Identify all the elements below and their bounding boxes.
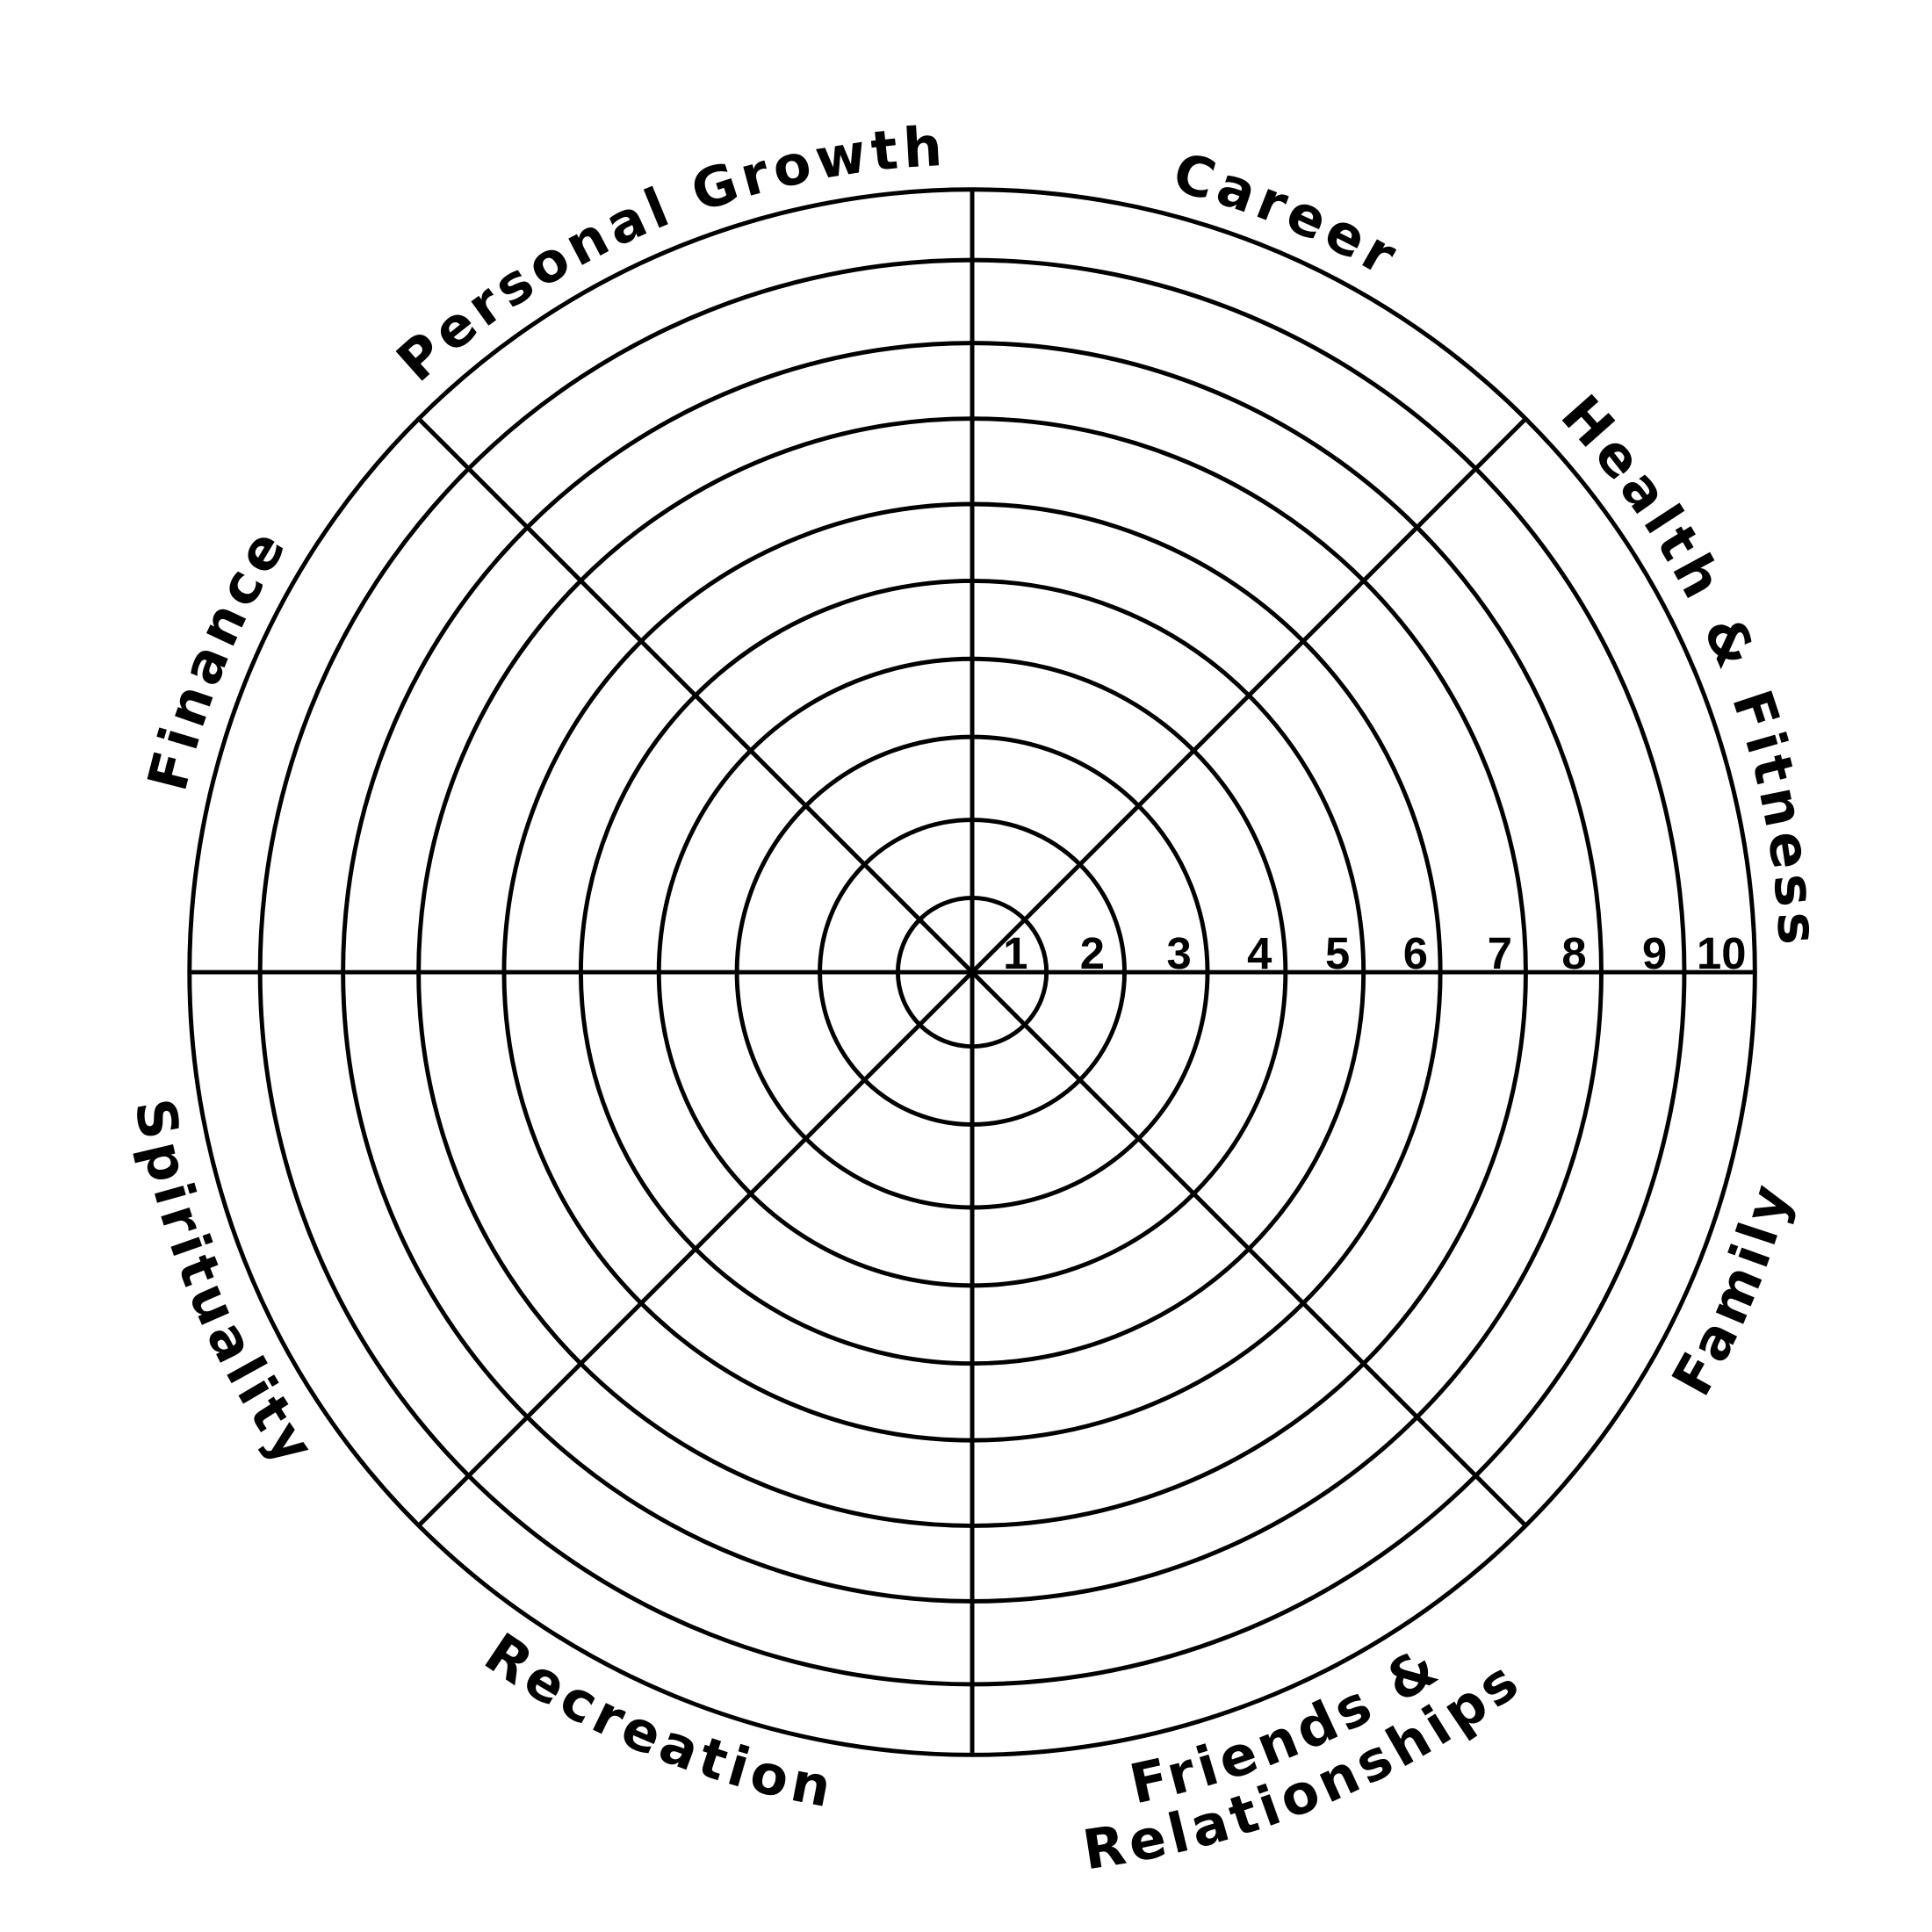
scale-label-7: 7 — [1488, 928, 1512, 978]
scale-label-10: 10 — [1697, 928, 1746, 978]
category-label-text: Family — [1659, 1173, 1799, 1406]
category-label: Career — [1166, 140, 1410, 290]
category-label: Spirituality — [122, 1094, 329, 1480]
scale-label-2: 2 — [1080, 928, 1105, 978]
scale-label-9: 9 — [1642, 928, 1667, 978]
scale-label-4: 4 — [1247, 928, 1272, 978]
category-label-text: Spirituality — [122, 1094, 325, 1480]
scale-label-5: 5 — [1325, 928, 1350, 978]
scale-label-8: 8 — [1561, 928, 1586, 978]
category-label: Family — [1659, 1173, 1804, 1406]
scale-label-3: 3 — [1166, 928, 1191, 978]
category-label-text: Career — [1166, 140, 1406, 290]
spoke-line — [417, 417, 1528, 1528]
category-label-text: Finance — [135, 515, 295, 797]
scale-label-6: 6 — [1403, 928, 1428, 978]
category-label: Finance — [135, 515, 300, 797]
spokes — [189, 189, 1755, 1755]
category-label: Recreation — [473, 1620, 840, 1820]
category-label-text: Recreation — [473, 1620, 836, 1820]
scale-label-1: 1 — [1003, 928, 1027, 978]
